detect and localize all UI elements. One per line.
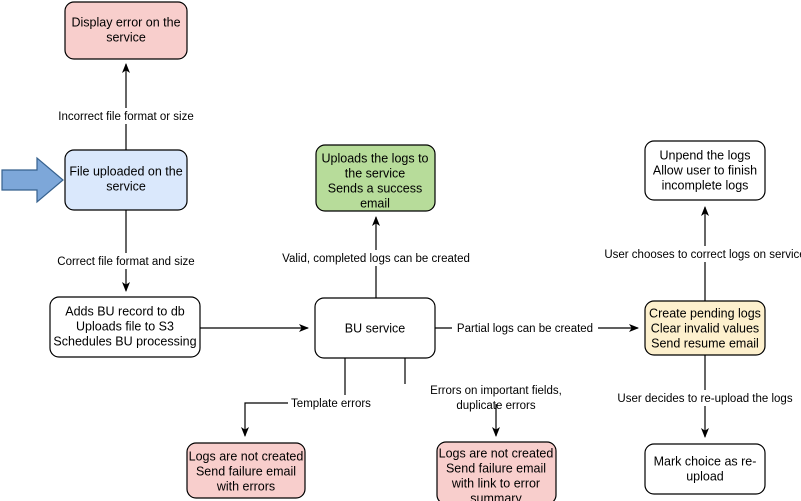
node-unpend-logs-shape[interactable] (644, 140, 766, 201)
node-display-error-line-1: Display error on the (71, 15, 180, 29)
edge-important-field-errors: Errors on important fields, duplicate er… (404, 358, 562, 437)
node-logs-not-created-summary[interactable]: Logs are not created Send failure email … (436, 441, 557, 501)
node-uploads-logs[interactable]: Uploads the logs to the service Sends a … (315, 144, 436, 212)
edge-label-template-errors: Template errors (291, 398, 371, 410)
node-unpend-logs-line-2: Allow user to finish (653, 163, 757, 177)
node-logs-not-created-errors-line-1: Logs are not created (189, 449, 304, 463)
node-create-pending-logs-line-1: Create pending logs (649, 306, 761, 320)
edge-label-partial-logs: Partial logs can be created (457, 323, 593, 335)
node-logs-not-created-errors[interactable]: Logs are not created Send failure email … (186, 442, 306, 499)
edge-label-correct-format: Correct file format and size (57, 256, 194, 268)
node-display-error-line-2: service (106, 30, 146, 44)
node-display-error-shape[interactable] (64, 1, 188, 60)
node-create-pending-logs-shape[interactable] (644, 300, 766, 356)
edge-user-reuploads-logs: User decides to re-upload the logs (613, 355, 797, 438)
node-mark-choice-reupload[interactable]: Mark choice as re- upload (644, 443, 766, 495)
entry-arrow-icon (1, 156, 64, 204)
node-bu-service-label: BU service (345, 321, 405, 335)
node-mark-choice-reupload-shape[interactable] (644, 443, 766, 495)
node-logs-not-created-errors-line-3: with errors (216, 479, 275, 493)
edge-label-incorrect-format: Incorrect file format or size (58, 111, 193, 123)
node-uploads-logs-line-3: Sends a success (328, 181, 423, 195)
node-logs-not-created-summary-line-1: Logs are not created (439, 446, 554, 460)
node-adds-bu-record-line-3: Schedules BU processing (53, 334, 196, 348)
node-adds-bu-record-line-2: Uploads file to S3 (76, 319, 174, 333)
node-display-error[interactable]: Display error on the service (64, 1, 188, 60)
node-create-pending-logs-line-3: Send resume email (651, 336, 759, 350)
edge-label-important-errors-line1: Errors on important fields, (430, 385, 562, 397)
node-uploads-logs-line-4: email (360, 196, 390, 210)
node-uploads-logs-line-2: the service (345, 166, 405, 180)
node-file-uploaded[interactable]: File uploaded on the service (64, 149, 188, 211)
node-logs-not-created-summary-line-4: summary (470, 491, 522, 501)
node-adds-bu-record-shape[interactable] (49, 296, 201, 358)
edge-correct-file-format: Correct file format and size (55, 210, 197, 292)
node-bu-service-shape[interactable] (314, 297, 436, 359)
node-create-pending-logs[interactable]: Create pending logs Clear invalid values… (644, 300, 766, 356)
node-logs-not-created-errors-shape[interactable] (186, 442, 306, 499)
node-unpend-logs[interactable]: Unpend the logs Allow user to finish inc… (644, 140, 766, 201)
node-file-uploaded-shape[interactable] (64, 149, 188, 211)
node-bu-service[interactable]: BU service (314, 297, 436, 359)
node-create-pending-logs-line-2: Clear invalid values (651, 321, 759, 335)
node-unpend-logs-line-3: incomplete logs (662, 178, 749, 192)
edge-partial-logs: Partial logs can be created (435, 320, 639, 336)
edge-incorrect-file-format: Incorrect file format or size (53, 63, 199, 150)
edge-label-valid-logs: Valid, completed logs can be created (282, 253, 470, 265)
edge-valid-completed-logs: Valid, completed logs can be created (280, 216, 476, 298)
node-mark-choice-reupload-line-2: upload (686, 469, 724, 483)
node-mark-choice-reupload-line-1: Mark choice as re- (654, 454, 757, 468)
node-logs-not-created-summary-shape[interactable] (436, 441, 557, 501)
edge-template-errors: Template errors (241, 358, 374, 437)
node-file-uploaded-line-2: service (106, 179, 146, 193)
node-logs-not-created-errors-line-2: Send failure email (196, 464, 296, 478)
node-adds-bu-record-line-1: Adds BU record to db (65, 304, 185, 318)
node-uploads-logs-line-1: Uploads the logs to (321, 151, 428, 165)
edge-label-important-errors-line2: duplicate errors (456, 400, 536, 412)
edge-label-reupload-logs: User decides to re-upload the logs (617, 393, 792, 405)
edge-label-correct-logs-on-service: User chooses to correct logs on service (604, 249, 801, 261)
node-uploads-logs-shape[interactable] (315, 144, 436, 212)
node-logs-not-created-summary-line-2: Send failure email (446, 461, 546, 475)
node-logs-not-created-summary-line-3: with link to error (451, 476, 540, 490)
node-adds-bu-record[interactable]: Adds BU record to db Uploads file to S3 … (49, 296, 201, 358)
node-unpend-logs-line-1: Unpend the logs (659, 148, 750, 162)
node-file-uploaded-line-1: File uploaded on the (69, 164, 182, 178)
edge-user-corrects-logs-on-service: User chooses to correct logs on service (600, 206, 801, 301)
